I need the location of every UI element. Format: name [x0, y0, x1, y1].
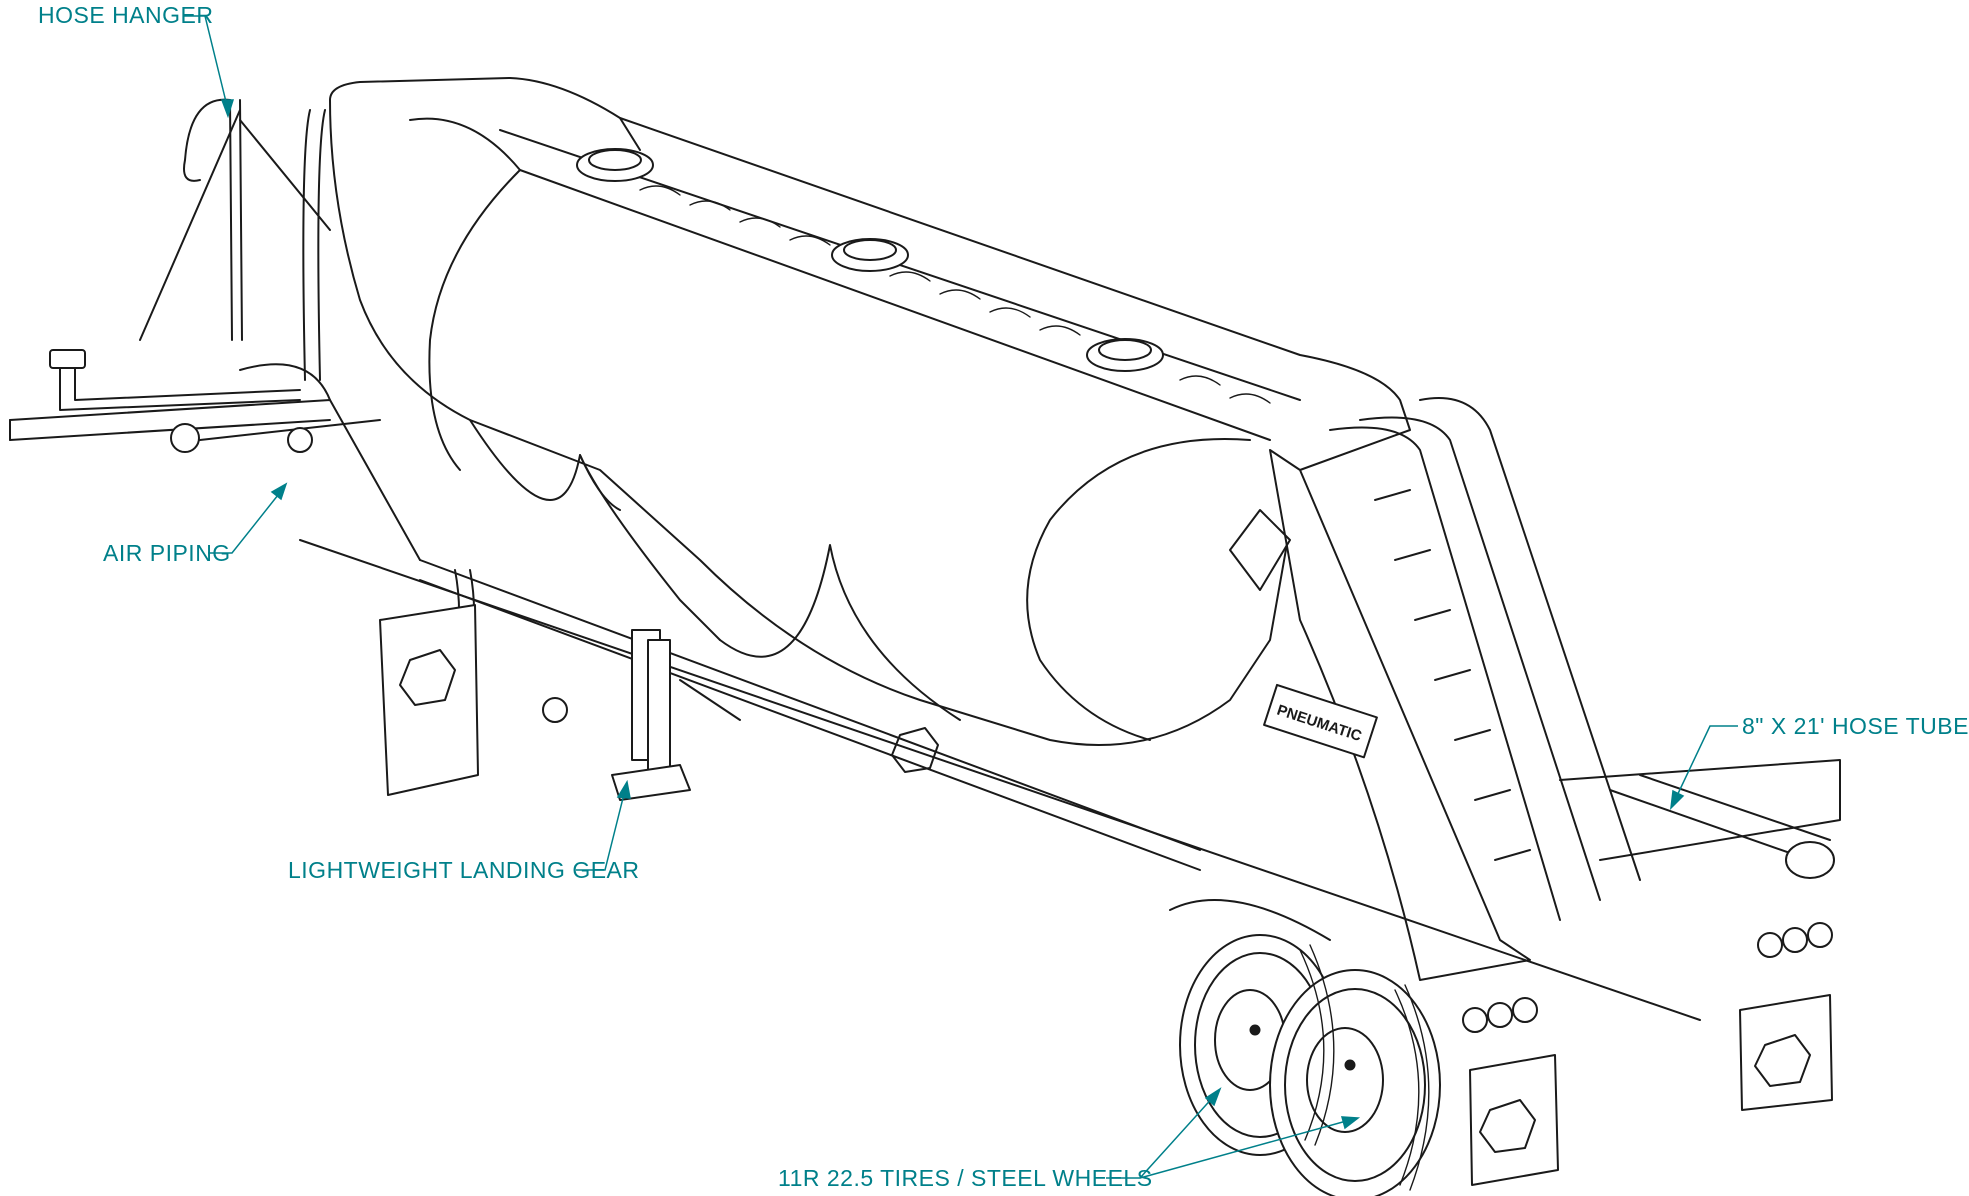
mac-trailer-logo	[399, 649, 1811, 1153]
hose-hanger	[139, 98, 331, 341]
callout-leaders	[183, 15, 1738, 1179]
callout-landing-gear: LIGHTWEIGHT LANDING GEAR	[288, 857, 640, 883]
callout-tires: 11R 22.5 TIRES / STEEL WHEELS	[778, 1165, 1153, 1191]
callout-hose-tube: 8" X 21' HOSE TUBE	[1742, 713, 1969, 739]
tank-body	[329, 77, 1411, 746]
mud-flaps	[379, 604, 1833, 1186]
tail-light-icon	[1462, 922, 1833, 1033]
hose-tube	[1609, 774, 1835, 879]
manhole-hatch-icon	[576, 148, 1164, 372]
ladder-frame	[1229, 397, 1641, 981]
callout-air-piping: AIR PIPING	[103, 540, 231, 566]
callout-hose-hanger: HOSE HANGER	[38, 2, 214, 28]
side-badge: PNEUMATIC	[1263, 683, 1378, 759]
landing-gear	[611, 629, 741, 801]
tandem-wheels	[1169, 899, 1441, 1196]
